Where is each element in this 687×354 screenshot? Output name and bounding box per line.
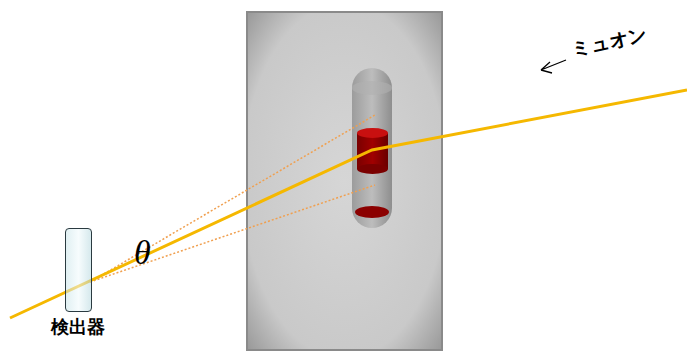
capsule-top (352, 81, 392, 95)
scatter-bound (90, 115, 375, 282)
particle-label: ミュオン (570, 25, 648, 59)
shield-block (247, 12, 442, 350)
red-cylinder-bottom (357, 164, 388, 174)
detector: 検出器 (65, 228, 92, 312)
red-cylinder-top (357, 128, 388, 138)
angle-label: θ (134, 236, 151, 270)
muon-track (10, 90, 687, 318)
scatter-bound (90, 185, 375, 282)
detector-label: 検出器 (51, 315, 105, 339)
direction-arrow (541, 60, 566, 73)
red-disk (355, 206, 389, 218)
